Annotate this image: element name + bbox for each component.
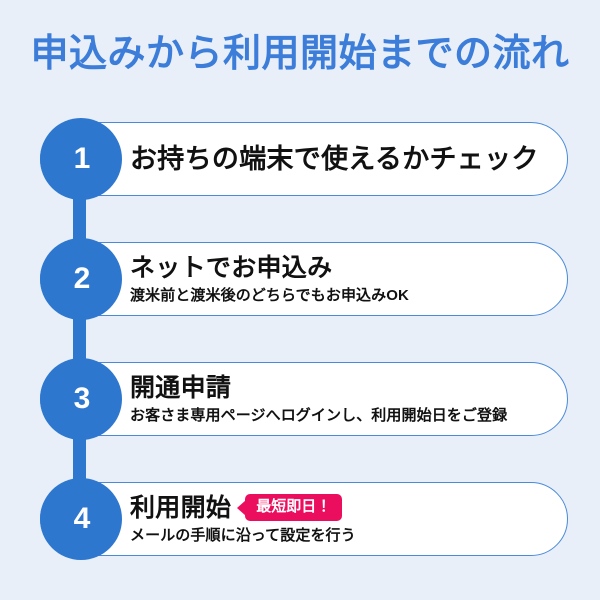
- fastest-same-day-badge: 最短即日！: [245, 494, 343, 522]
- step-headline-2: ネットでお申込み: [130, 253, 333, 282]
- step-item-4: 4 利用開始 最短即日！ メールの手順に沿って設定を行う: [0, 478, 600, 560]
- step-text-block-3: 開通申請 お客さま専用ページへログインし、利用開始日をご登録: [130, 362, 550, 436]
- step-subline-4: メールの手順に沿って設定を行う: [130, 526, 356, 544]
- step-headline-row-3: 開通申請: [130, 373, 550, 403]
- step-item-3: 3 開通申請 お客さま専用ページへログインし、利用開始日をご登録: [0, 358, 600, 482]
- step-number-label-2: 2: [73, 262, 91, 295]
- step-subline-3: お客さま専用ページへログインし、利用開始日をご登録: [130, 406, 508, 424]
- step-text-block-4: 利用開始 最短即日！ メールの手順に沿って設定を行う: [130, 482, 550, 556]
- step-subline-2: 渡米前と渡米後のどちらでもお申込みOK: [130, 286, 409, 304]
- page-title: 申込みから利用開始までの流れ: [30, 33, 570, 75]
- step-card-2: [40, 242, 568, 316]
- step-headline-3: 開通申請: [130, 373, 232, 402]
- step-item-1: 1 お持ちの端末で使えるかチェック: [0, 118, 600, 242]
- step-headline-row-2: ネットでお申込み: [130, 253, 550, 283]
- step-headline-row-1: お持ちの端末で使えるかチェック: [130, 143, 550, 175]
- step-number-label-3: 3: [73, 382, 91, 415]
- step-headline-1: お持ちの端末で使えるかチェック: [130, 143, 539, 174]
- step-number-badge-3: 3: [40, 358, 122, 440]
- step-text-block-1: お持ちの端末で使えるかチェック: [130, 122, 550, 196]
- step-text-block-2: ネットでお申込み 渡米前と渡米後のどちらでもお申込みOK: [130, 242, 550, 316]
- step-number-badge-1: 1: [40, 118, 122, 200]
- step-number-badge-4: 4: [40, 478, 122, 560]
- step-item-2: 2 ネットでお申込み 渡米前と渡米後のどちらでもお申込みOK: [0, 238, 600, 362]
- step-card-3: [40, 362, 568, 436]
- step-number-label-1: 1: [73, 142, 91, 175]
- steps-list: 1 お持ちの端末で使えるかチェック 2 ネットでお申込み 渡米前と渡米後のどちら…: [0, 118, 600, 560]
- step-headline-row-4: 利用開始 最短即日！: [130, 493, 550, 523]
- step-number-label-4: 4: [73, 502, 91, 535]
- step-headline-4: 利用開始: [130, 493, 232, 522]
- step-number-badge-2: 2: [40, 238, 122, 320]
- step-card-1: [40, 122, 568, 196]
